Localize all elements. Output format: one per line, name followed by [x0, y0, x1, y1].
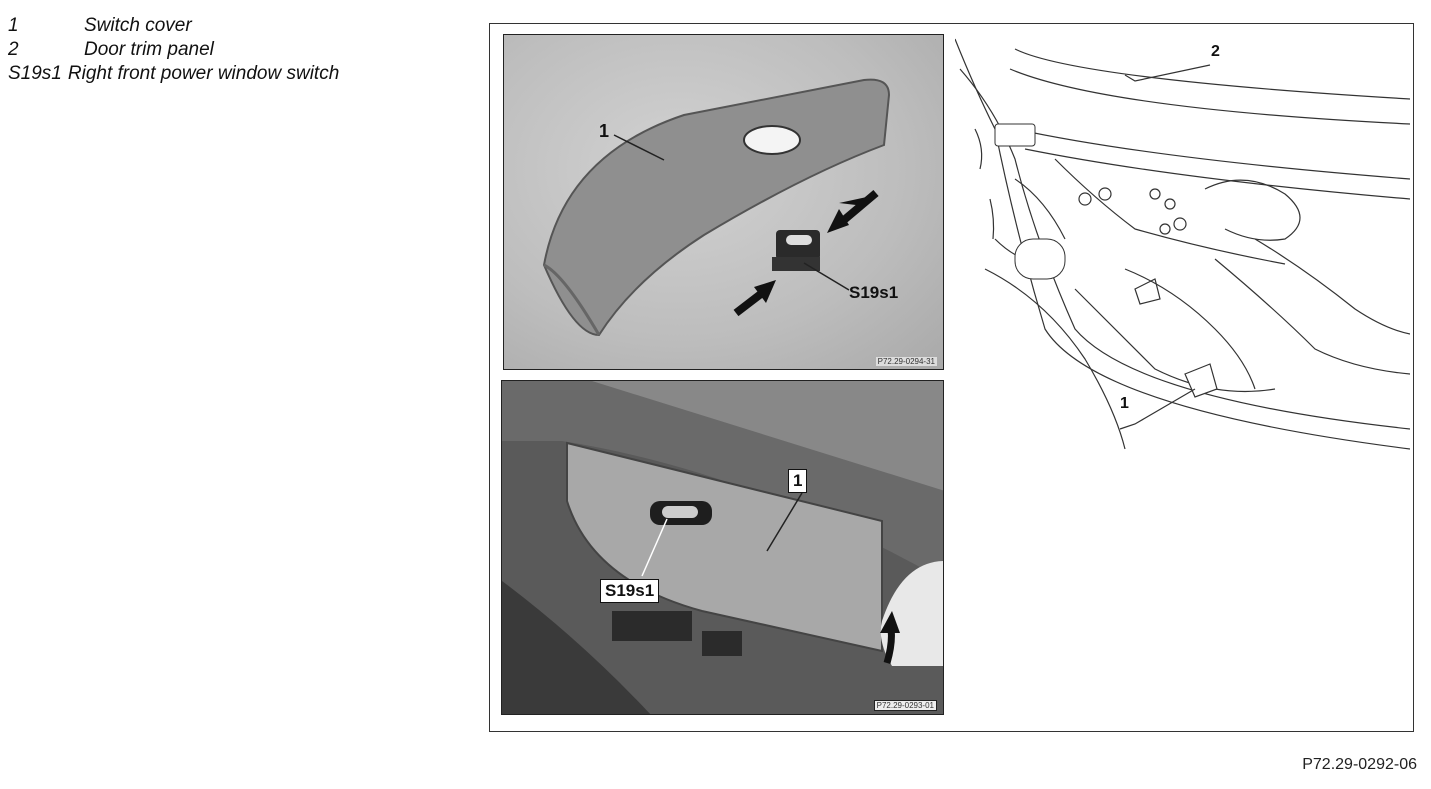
legend-key: 2: [8, 39, 19, 60]
legend: 1 Switch cover 2 Door trim panel S19s1 R…: [8, 14, 339, 86]
door-trim-drawing: 2 1: [954, 29, 1411, 474]
hand-image: [880, 561, 943, 666]
switch-cover-panel: [566, 441, 883, 653]
figure-ref-code: P72.29-0292-06: [1302, 756, 1417, 773]
label-2: 2: [1211, 43, 1220, 60]
switch-cover-illustration: [542, 78, 891, 337]
legend-text: Switch cover: [84, 15, 192, 36]
switch-opening: [743, 125, 801, 155]
legend-text: Door trim panel: [84, 39, 214, 60]
door-trim-line-drawing: [954, 38, 1411, 450]
arrow-icon: [754, 280, 776, 303]
door-trim-photo: 1 S19s1 P72.29-0293-01: [501, 380, 944, 715]
photo-ref-code: P72.29-0294-31: [875, 357, 937, 366]
label-s19s1: S19s1: [600, 579, 660, 603]
switch-cover-photo: 1 S19s1 P72.29-0294-31: [503, 34, 944, 370]
label-1: 1: [599, 121, 610, 141]
legend-key: S19s1: [8, 63, 62, 84]
legend-key: 1: [8, 15, 19, 36]
legend-item: 2 Door trim panel: [8, 38, 339, 62]
figure-frame: 1 S19s1 P72.29-0294-31: [489, 23, 1414, 732]
arrow-icon: [880, 611, 900, 633]
label-1: 1: [1120, 395, 1129, 412]
legend-text: Right front power window switch: [67, 63, 340, 84]
legend-item: 1 Switch cover: [8, 14, 339, 38]
label-s19s1: S19s1: [849, 283, 899, 302]
legend-item: S19s1 Right front power window switch: [8, 62, 339, 86]
door-trim-illustration: [502, 381, 943, 714]
label-1: 1: [788, 469, 808, 493]
switch-cover-panel: [542, 78, 891, 337]
photo-ref-code: P72.29-0293-01: [873, 700, 937, 711]
